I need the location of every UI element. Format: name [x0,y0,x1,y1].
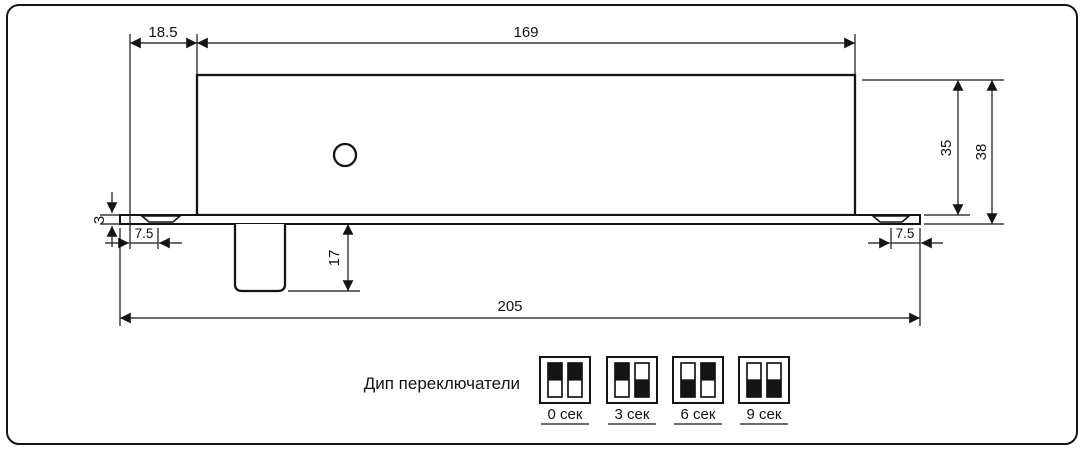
dip-switch-knob-top [700,362,716,381]
dip-switch-1 [680,362,696,398]
dip-switch-1 [547,362,563,398]
dip-switch-knob-bottom [766,379,782,398]
dip-switch-outline [634,362,650,398]
dip-switch-knob-bottom [547,379,563,398]
dip-switch-outline [614,362,630,398]
extension-lines [100,34,1004,326]
dim-label-top-offset: 18.5 [148,24,177,41]
dim-label-right-screw: 7.5 [896,226,915,241]
dip-switch-knob-bottom [614,379,630,398]
dip-switch-2 [634,362,650,398]
device-body [195,73,857,217]
dip-block-2: 6 сек [672,356,724,425]
dip-legend-title: Дип переключатели [364,374,520,393]
dim-label-left-screw: 7.5 [135,226,154,241]
dim-label-bolt-length: 17 [326,250,343,267]
dip-switch-knob-top [766,362,782,381]
dip-switch-legend: Дип переключатели 0 сек [364,356,790,425]
dip-switch-knob-bottom [700,379,716,398]
dip-option-label: 9 сек [747,406,782,423]
dip-switch-knob-top [634,362,650,381]
dip-block-3: 9 сек [738,356,790,425]
dip-switch-knob-top [567,362,583,381]
dip-switch-knob-bottom [567,379,583,398]
dim-label-body-width: 169 [513,24,538,41]
dip-block-0: 0 сек [539,356,591,425]
body-hole [332,142,358,168]
dip-switch-knob-top [547,362,563,381]
dip-switch-outline [746,362,762,398]
dip-option-label: 3 сек [615,406,650,423]
dip-switch-knob-bottom [634,379,650,398]
dip-option-label: 6 сек [681,406,716,423]
dip-switch-outline [766,362,782,398]
dip-block-1: 3 сек [606,356,658,425]
dimension-annotations: 18.5 169 35 38 3 7.5 7.5 17 205 [91,24,1004,326]
countersunk-screw-right [870,215,912,223]
dim-label-plate-thickness: 3 [91,216,108,224]
dim-label-body-height: 35 [938,140,955,157]
mounting-plate [119,214,921,225]
dip-switch-outline [567,362,583,398]
dip-switch-knob-top [680,362,696,381]
dip-switch-2 [700,362,716,398]
dip-switch-1 [746,362,762,398]
dip-option-label: 0 сек [548,406,583,423]
countersunk-screw-left [139,215,183,223]
device-side-view [119,73,921,293]
dip-switch-2 [567,362,583,398]
dip-switch-knob-bottom [746,379,762,398]
dip-switch-knob-top [614,362,630,381]
dip-switch-2 [766,362,782,398]
dip-switch-1 [614,362,630,398]
dip-switch-knob-bottom [680,379,696,398]
locking-bolt [233,224,287,293]
dip-switch-outline [700,362,716,398]
dim-label-total-height: 38 [973,144,990,161]
dim-label-total-width: 205 [497,298,522,315]
dip-switch-outline [547,362,563,398]
dip-switch-outline [680,362,696,398]
dip-switch-knob-top [746,362,762,381]
